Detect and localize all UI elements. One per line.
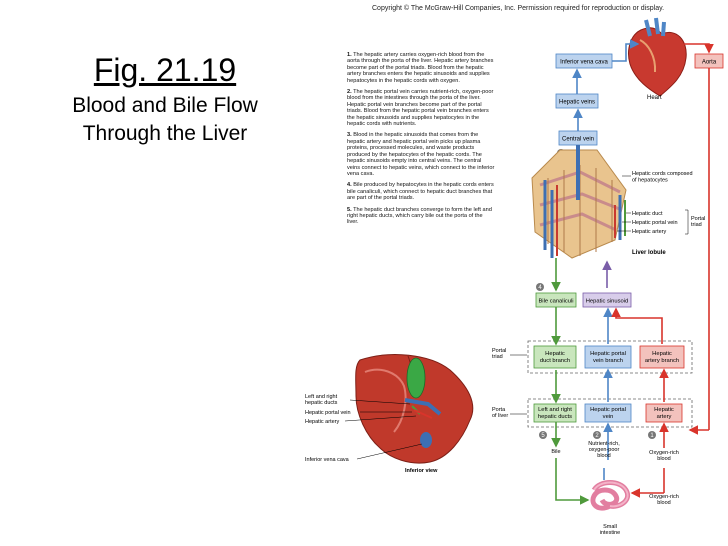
step-marker-5: 5 xyxy=(541,433,545,439)
svg-text:Hepatic veins: Hepatic veins xyxy=(559,100,595,106)
svg-text:Central vein: Central vein xyxy=(562,137,594,143)
step-marker-2: 2 xyxy=(595,433,599,439)
box-inferior-vena-cava: Inferior vena cava xyxy=(555,53,613,69)
label-hepatic-portal-vein: Hepatic portal vein xyxy=(632,220,678,226)
figure-subtitle-line1: Blood and Bile Flow xyxy=(72,94,258,117)
box-central-vein: Central vein xyxy=(558,130,598,146)
box-hepatic-sinusoid: Hepatic sinusoid xyxy=(582,292,632,308)
step-marker-1: 1 xyxy=(650,433,654,439)
label-bile: Bile xyxy=(551,449,560,455)
porta-of-liver-group xyxy=(527,398,693,428)
liver-lobule-illustration xyxy=(531,145,627,259)
small-intestine-illustration xyxy=(590,480,630,511)
svg-text:Aorta: Aorta xyxy=(702,60,717,66)
svg-text:Bile canaliculi: Bile canaliculi xyxy=(538,299,573,305)
box-aorta: Aorta xyxy=(694,53,724,69)
svg-text:Hepatic sinusoid: Hepatic sinusoid xyxy=(586,299,629,305)
step-2: 2. The hepatic portal vein carries nutri… xyxy=(347,89,494,128)
heart-illustration: Heart xyxy=(628,17,687,101)
label-liver-lobule: Liver lobule xyxy=(632,250,666,256)
label-liver-inferior-vena-cava: Inferior vena cava xyxy=(305,457,350,463)
copyright-notice: Copyright © The McGraw-Hill Companies, I… xyxy=(372,5,665,12)
step-descriptions: 1. The hepatic artery carries oxygen-ric… xyxy=(347,52,495,231)
step-3: 3. Blood in the hepatic sinusoids that c… xyxy=(347,132,495,177)
label-liver-hepatic-portal-vein: Hepatic portal vein xyxy=(305,410,351,416)
label-liver-hepatic-artery: Hepatic artery xyxy=(305,419,339,425)
step-4: 4. Bile produced by hepatocytes in the h… xyxy=(347,182,494,202)
liver-inferior-illustration xyxy=(355,354,474,464)
step-5: 5. The hepatic duct branches converge to… xyxy=(347,206,492,226)
svg-text:Inferior vena cava: Inferior vena cava xyxy=(560,60,608,66)
figure-title: Fig. 21.19 xyxy=(93,52,237,88)
figure-subtitle-line2: Through the Liver xyxy=(82,122,248,145)
box-bile-canaliculi: Bile canaliculi xyxy=(535,292,577,308)
step-1: 1. The hepatic artery carries oxygen-ric… xyxy=(347,52,494,84)
box-hepatic-veins: Hepatic veins xyxy=(555,93,599,109)
step-marker-4: 4 xyxy=(538,285,542,291)
label-hepatic-duct: Hepatic duct xyxy=(632,211,663,217)
heart-label: Heart xyxy=(647,95,662,101)
label-inferior-view: Inferior view xyxy=(405,468,438,474)
label-hepatic-artery: Hepatic artery xyxy=(632,229,666,235)
